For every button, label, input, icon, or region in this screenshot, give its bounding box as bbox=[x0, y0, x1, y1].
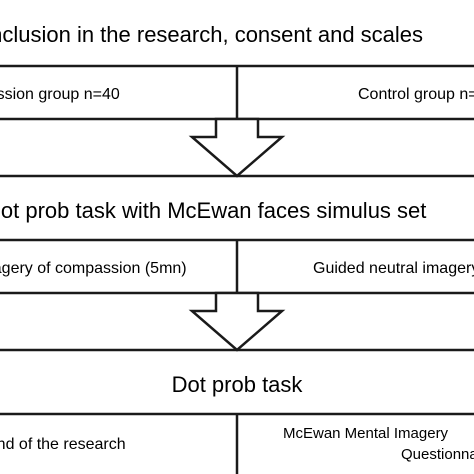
step1-right-label: Control group n=40 bbox=[358, 86, 474, 103]
step3-box bbox=[0, 348, 474, 352]
step2-title: Dot prob task with McEwan faces simulus … bbox=[0, 198, 426, 223]
step3-title: Dot prob task bbox=[172, 372, 304, 397]
step3-right-label-line2: Questionnaire bbox=[401, 446, 474, 463]
step2-right-label: Guided neutral imagery (5mn) bbox=[313, 260, 474, 277]
down-arrow-1 bbox=[188, 117, 286, 178]
step1-title: Inclusion in the research, consent and s… bbox=[0, 22, 423, 47]
step2-left-label: Imagery of compassion (5mn) bbox=[0, 260, 187, 277]
down-arrow-2 bbox=[188, 291, 286, 352]
step3-right-label-line1: McEwan Mental Imagery bbox=[283, 425, 449, 442]
step1-left-label: Compassion group n=40 bbox=[0, 86, 120, 103]
step3-left-label: End of the research bbox=[0, 436, 126, 453]
